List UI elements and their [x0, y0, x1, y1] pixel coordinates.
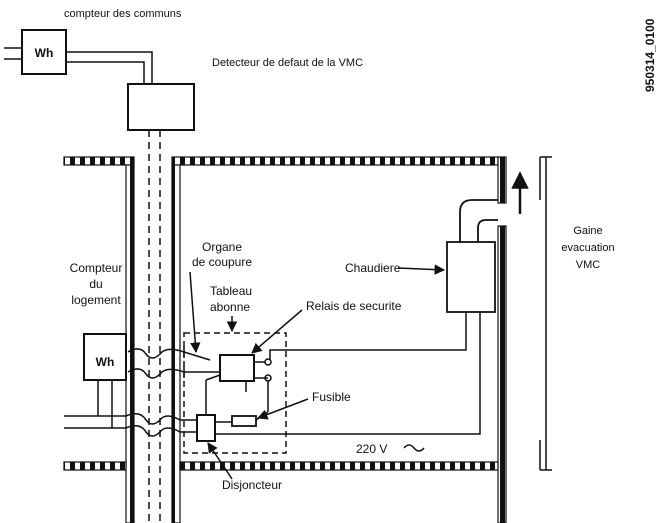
label-tension: 220 V	[356, 442, 387, 456]
tableau-abonne-box	[183, 332, 287, 454]
reference-code: 950314_0100	[643, 18, 657, 92]
chaudiere-boiler	[446, 199, 498, 313]
arrow-chaudiere	[397, 264, 446, 275]
wh-bottom-text: Wh	[96, 355, 115, 369]
label-disjoncteur: Disjoncteur	[222, 478, 282, 492]
label-fusible: Fusible	[312, 390, 351, 404]
label-chaudiere: Chaudiere	[345, 261, 401, 275]
label-compteur-logement-1: Compteur	[70, 261, 123, 275]
meter-logement: Wh	[83, 333, 127, 381]
arrow-disjoncteur	[207, 442, 233, 480]
label-gaine-1: Gaine	[573, 225, 602, 237]
label-relais: Relais de securite	[306, 299, 402, 313]
label-tableau-1: Tableau	[210, 284, 252, 298]
arrow-organe	[189, 271, 201, 354]
cable-communs-detector	[66, 51, 153, 84]
label-tableau-2: abonne	[210, 300, 250, 314]
relais-box	[219, 354, 255, 382]
disjoncteur-box	[196, 414, 216, 442]
label-organe-2: de coupure	[192, 255, 252, 269]
label-organe-1: Organe	[202, 240, 242, 254]
building-walls	[63, 156, 507, 523]
fusible-box	[231, 415, 257, 427]
label-gaine-2: evacuation	[561, 242, 614, 254]
label-compteur-communs: compteur des communs	[64, 8, 182, 20]
label-gaine-3: VMC	[576, 259, 601, 271]
vmc-duct	[511, 156, 552, 471]
detector-box	[127, 83, 195, 131]
arrow-relais	[251, 309, 303, 354]
label-compteur-logement-3: logement	[71, 293, 121, 307]
label-compteur-logement-2: du	[89, 277, 102, 291]
vertical-riser	[148, 130, 161, 523]
ac-symbol	[403, 444, 425, 452]
label-detecteur: Detecteur de defaut de la VMC	[212, 57, 363, 69]
arrow-fusible	[257, 398, 309, 420]
wh-top-text: Wh	[35, 46, 54, 60]
meter-communs: Wh	[4, 29, 67, 75]
wiring	[64, 312, 481, 437]
